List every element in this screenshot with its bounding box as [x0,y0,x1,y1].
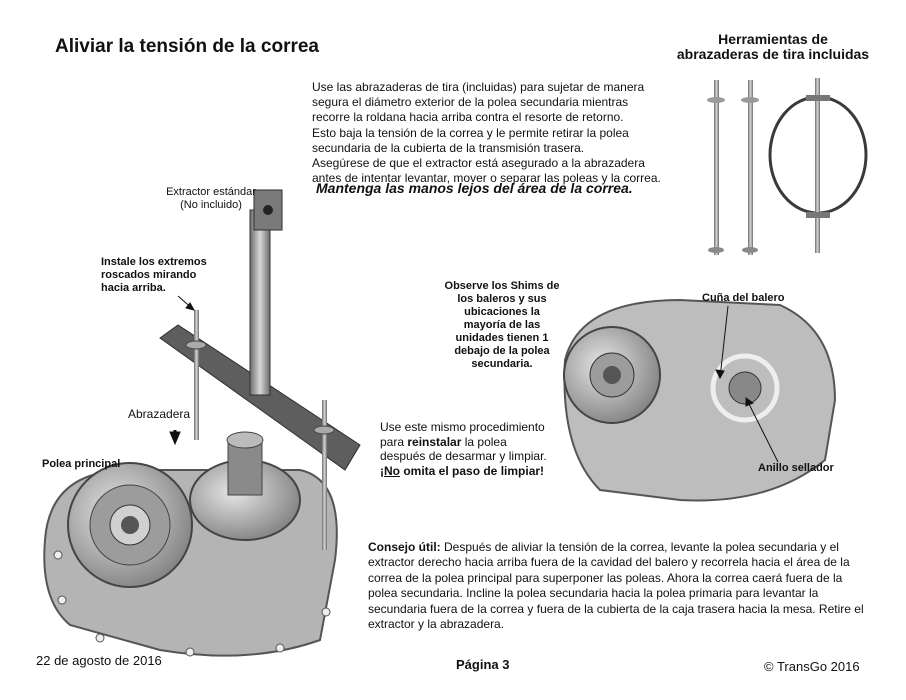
primary-pulley-label: Polea principal [42,458,121,470]
intro-line: segura el diámetro exterior de la polea … [312,95,629,110]
puller-tool-icon [159,189,361,550]
tools-heading-line: abrazaderas de tira incluidas [676,46,870,62]
transmission-housing-right [563,298,837,502]
reinstall-line: Use este mismo procedimiento [380,420,545,434]
intro-line: Use las abrazaderas de tira (incluidas) … [312,80,645,94]
intro-line: secundaria de la cubierta de la transmis… [312,140,585,155]
intro-line: antes de intentar levantar, mover o sepa… [312,171,661,186]
shims-note-line: debajo de la polea [454,345,550,357]
intro-paragraph: Use las abrazaderas de tira (incluidas) … [312,80,692,186]
tools-heading-line: Herramientas de [718,31,828,47]
shims-note-line: los baleros y sus [457,293,547,305]
tools-heading: Herramientas de abrazaderas de tira incl… [668,32,878,62]
install-note: Instale los extremos roscados mirando ha… [101,256,207,295]
bearing-wedge-label: Cuña del balero [702,292,785,304]
shims-note-line: unidades tienen 1 [455,332,549,344]
strap-clamp-tools-icon [707,78,868,255]
primary-pulley-icon [67,462,193,588]
page-number: Página 3 [456,657,510,672]
shims-note-line: Observe los Shims de [444,280,560,292]
tip-lead: Consejo útil: [368,540,441,554]
secondary-pulley-icon [189,431,301,541]
footer-date: 22 de agosto de 2016 [36,653,162,668]
install-note-line: roscados mirando [101,269,197,281]
page-title: Aliviar la tensión de la correa [55,36,319,57]
reinstall-line: ¡No omita el paso de limpiar! [380,463,545,478]
shims-note-line: ubicaciones la [464,306,540,318]
intro-line: recorre la roldana hacia arriba contra e… [312,110,624,125]
intro-line: Esto baja la tensión de la correa y le p… [312,125,629,140]
clamp-label: Abrazadera [128,407,191,421]
extractor-label-line: Extractor estándar [166,186,256,198]
extractor-label-line: (No incluido) [180,199,242,211]
safety-warning: Mantenga las manos lejos del área de la … [316,180,633,196]
tip-paragraph: Consejo útil: Después de aliviar la tens… [368,540,868,632]
shims-note-line: secundaria. [471,358,533,370]
extractor-label: Extractor estándar (No incluido) [156,186,266,212]
shims-note: Observe los Shims de los baleros y sus u… [436,280,568,371]
install-note-line: Instale los extremos [101,256,207,268]
reinstall-note: Use este mismo procedimiento para reinst… [380,420,547,478]
copyright: © TransGo 2016 [764,659,860,674]
install-note-line: hacia arriba. [101,282,166,294]
intro-line: Asegúrese de que el extractor está asegu… [312,156,645,171]
callout-pointers [169,295,779,463]
seal-ring-label: Anillo sellador [758,462,834,474]
reinstall-line: para reinstalar la polea [380,434,507,449]
tip-body: Después de aliviar la tensión de la corr… [368,540,864,632]
shims-note-line: mayoría de las [463,319,541,331]
reinstall-line: después de desarmar y limpiar. [380,449,547,463]
